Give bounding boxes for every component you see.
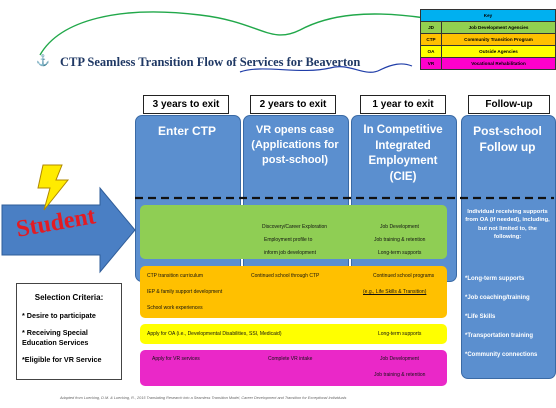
band-vr bbox=[140, 350, 447, 386]
selection-item: * Desire to participate bbox=[22, 311, 96, 320]
column-title-enter-ctp: Enter CTP bbox=[157, 124, 216, 138]
key-label: Outside Agencies bbox=[479, 49, 518, 54]
oa-text: Long-term supports bbox=[378, 331, 422, 337]
band-ctp bbox=[140, 266, 447, 318]
citation-footer: Adapted from Luecking, D.M. & Luecking, … bbox=[60, 396, 347, 400]
key-legend: Key JD Job Development Agencies CTP Comm… bbox=[420, 9, 556, 70]
ctp-text: Continued school through CTP bbox=[251, 273, 320, 279]
key-row-jd: JD Job Development Agencies bbox=[421, 21, 555, 33]
key-code: OA bbox=[421, 46, 442, 57]
selection-item: *Eligible for VR Service bbox=[22, 355, 102, 365]
selection-heading: Selection Criteria: bbox=[34, 293, 104, 302]
key-code: CTP bbox=[421, 34, 442, 45]
header-1-year: 1 year to exit bbox=[360, 95, 446, 114]
ctp-text: CTP transition curriculum bbox=[147, 273, 204, 279]
post-school-item: *Transportation training bbox=[465, 333, 534, 339]
selection-criteria-box: Selection Criteria: * Desire to particip… bbox=[16, 283, 122, 380]
selection-item: * Receiving Special Education Services bbox=[22, 328, 89, 347]
jd-text: Job training & retention bbox=[374, 237, 426, 243]
jd-text: Job Development bbox=[380, 224, 419, 230]
ctp-text: IEP & family support development bbox=[147, 289, 223, 295]
vr-text: Job training & retention bbox=[374, 372, 426, 378]
key-header-label: Key bbox=[483, 13, 493, 18]
ctp-text: Continued school programs bbox=[373, 273, 435, 279]
key-label: Vocational Rehabilitation bbox=[471, 61, 526, 66]
key-row-ctp: CTP Community Transition Program bbox=[421, 33, 555, 45]
key-label: Community Transition Program bbox=[464, 37, 533, 42]
ctp-text: (e.g., Life Skills & Transition) bbox=[363, 289, 427, 295]
column-title-cie: In Competitive Integrated Employment (CI… bbox=[363, 124, 443, 183]
ctp-text: School work experiences bbox=[147, 305, 203, 311]
column-title-post-school: Post-school Follow up bbox=[473, 124, 542, 155]
key-label: Job Development Agencies bbox=[468, 25, 529, 30]
band-oa bbox=[140, 324, 447, 344]
key-header: Key bbox=[421, 10, 555, 21]
vr-text: Complete VR intake bbox=[268, 356, 313, 362]
oa-text: Apply for OA (i.e., Developmental Disabi… bbox=[147, 331, 282, 337]
vr-text: Apply for VR services bbox=[152, 356, 200, 362]
post-school-item: *Life Skills bbox=[465, 314, 496, 320]
header-2-years: 2 years to exit bbox=[250, 95, 336, 114]
key-row-vr: VR Vocational Rehabilitation bbox=[421, 57, 555, 69]
key-code: JD bbox=[421, 22, 442, 33]
key-row-oa: OA Outside Agencies bbox=[421, 45, 555, 57]
band-jd bbox=[140, 205, 447, 259]
jd-text: inform job development bbox=[264, 250, 316, 256]
post-school-intro: Individual receiving supports from OA (i… bbox=[465, 209, 550, 241]
jd-text: Long-term supports bbox=[378, 250, 422, 256]
anchor-icon: ⚓ bbox=[36, 55, 50, 67]
header-follow-up: Follow-up bbox=[468, 95, 550, 114]
page-title: CTP Seamless Transition Flow of Services… bbox=[60, 55, 361, 69]
post-school-item: *Long-term supports bbox=[465, 276, 525, 282]
post-school-item: *Community connections bbox=[465, 352, 538, 358]
header-3-years: 3 years to exit bbox=[143, 95, 229, 114]
jd-text: Employment profile to bbox=[264, 237, 313, 243]
column-title-vr: VR opens case (Applications for post-sch… bbox=[251, 124, 339, 166]
jd-text: Discovery/Career Exploration bbox=[262, 224, 328, 230]
post-school-item: *Job coaching/training bbox=[465, 295, 530, 301]
vr-text: Job Development bbox=[380, 356, 419, 362]
key-code: VR bbox=[421, 58, 442, 69]
column-post-school bbox=[461, 115, 556, 379]
